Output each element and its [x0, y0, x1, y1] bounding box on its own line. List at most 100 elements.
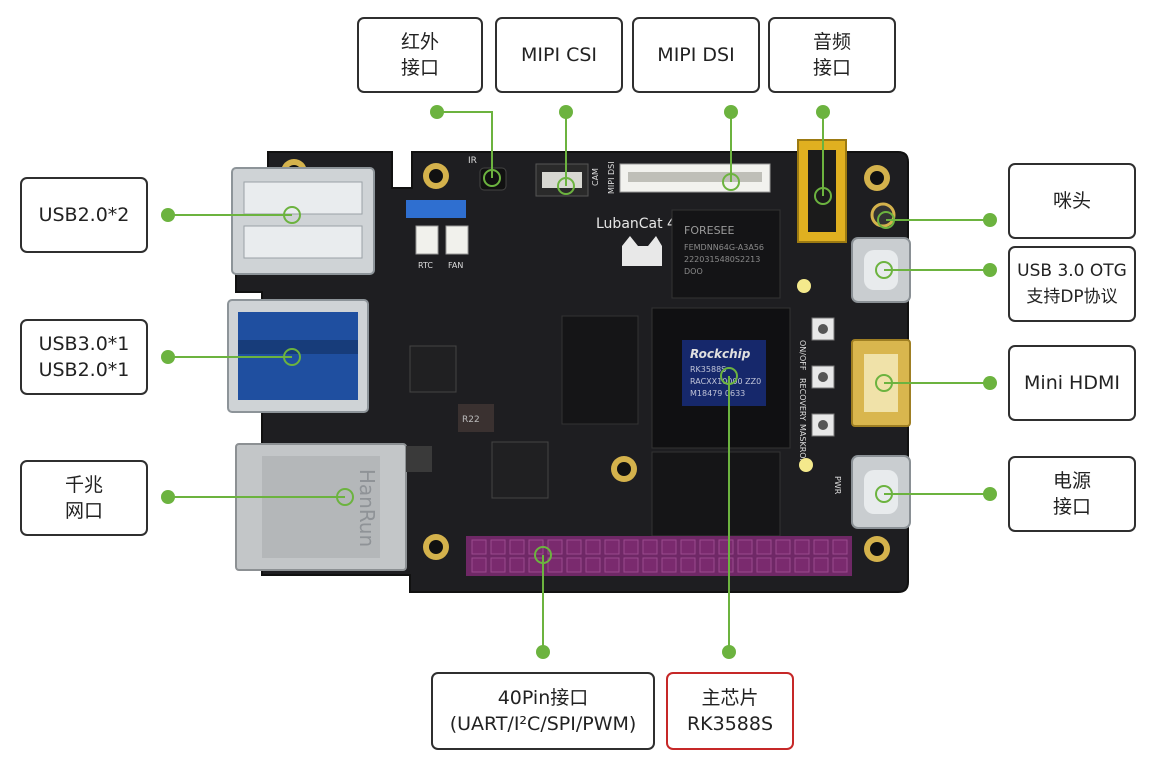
- svg-text:FAN: FAN: [448, 261, 463, 270]
- callout-dots: [161, 105, 997, 659]
- svg-text:CAM: CAM: [591, 168, 600, 186]
- header-pin: [509, 539, 525, 555]
- header-pin: [775, 557, 791, 573]
- callout-audio-line1: 音频: [812, 31, 851, 53]
- callout-mipi-dsi-line1: MIPI DSI: [657, 44, 735, 66]
- callout-gigabit: 千兆 网口: [20, 460, 148, 536]
- header-pin: [661, 539, 677, 555]
- svg-text:RECOVERY: RECOVERY: [798, 378, 807, 421]
- callout-audio-line2: 接口: [812, 57, 851, 79]
- svg-text:LubanCat 4: LubanCat 4: [596, 216, 676, 232]
- svg-text:FEMDNN64G-A3A56: FEMDNN64G-A3A56: [684, 243, 764, 252]
- callout-ir: 红外 接口: [357, 17, 483, 93]
- callout-ir-line1: 红外: [400, 31, 439, 53]
- header-pin: [699, 557, 715, 573]
- header-pin: [832, 539, 848, 555]
- header-pin: [737, 557, 753, 573]
- header-pin: [509, 557, 525, 573]
- header-pin: [566, 539, 582, 555]
- header-pin: [604, 557, 620, 573]
- rj45-connector: HanRun: [235, 443, 407, 571]
- header-pin: [699, 539, 715, 555]
- svg-text:FORESEE: FORESEE: [684, 224, 735, 237]
- callout-power-line2: 接口: [1052, 496, 1091, 518]
- callout-audio: 音频 接口: [768, 17, 896, 93]
- header-pin: [642, 539, 658, 555]
- resistor-pack: [458, 404, 494, 432]
- header-pin: [794, 539, 810, 555]
- header-pin: [813, 539, 829, 555]
- callout-mic-line1: 咪头: [1052, 190, 1091, 212]
- callout-lines: [168, 111, 990, 652]
- lubancat-logo: [622, 236, 662, 266]
- header-pin: [756, 539, 772, 555]
- callout-usb20x2-line1: USB2.0*2: [38, 204, 130, 226]
- svg-text:HanRun: HanRun: [355, 469, 379, 547]
- header-pin: [775, 539, 791, 555]
- headers-small: RTC FAN: [406, 200, 469, 270]
- header-pin: [661, 557, 677, 573]
- callout-usb30-usb20-line2: USB2.0*1: [38, 359, 130, 381]
- header-pin: [566, 557, 582, 573]
- header-pin: [490, 557, 506, 573]
- pmic-chip: [651, 451, 781, 537]
- header-pin: [737, 539, 753, 555]
- inductor: [406, 446, 432, 472]
- header-pin: [756, 557, 772, 573]
- svg-text:RTC: RTC: [418, 261, 433, 270]
- callout-soc-line1: 主芯片: [701, 687, 759, 709]
- header-pin: [718, 557, 734, 573]
- callout-power: 电源 接口: [1008, 456, 1136, 532]
- callout-mini-hdmi: Mini HDMI: [1008, 345, 1136, 421]
- callout-mic: 咪头: [1008, 163, 1136, 239]
- svg-text:PWR: PWR: [833, 476, 842, 495]
- callout-usb30-otg-line1: USB 3.0 OTG: [1017, 261, 1127, 281]
- svg-text:ON/OFF: ON/OFF: [798, 340, 807, 371]
- callout-usb30-otg: USB 3.0 OTG 支持DP协议: [1008, 246, 1136, 322]
- usb-hub-chip: [409, 345, 457, 393]
- microphone: [870, 202, 896, 228]
- callout-ir-line2: 接口: [400, 57, 439, 79]
- emmc-chip: [561, 315, 639, 425]
- header-pin: [471, 557, 487, 573]
- header-pin: [794, 557, 810, 573]
- board-buttons: ON/OFF RECOVERY MASKROM PWR: [798, 317, 842, 495]
- svg-text:RK3588S: RK3588S: [690, 365, 726, 374]
- callout-mini-hdmi-line1: Mini HDMI: [1024, 372, 1120, 394]
- header-pin: [718, 539, 734, 555]
- header-pin: [680, 539, 696, 555]
- header-pin: [813, 557, 829, 573]
- header-pin: [547, 539, 563, 555]
- callout-gpio40-line1: 40Pin接口: [497, 687, 589, 709]
- callout-mipi-csi-line1: MIPI CSI: [520, 44, 598, 66]
- svg-text:MASKROM: MASKROM: [798, 424, 807, 466]
- callout-gpio40-line2: (UART/I²C/SPI/PWM): [449, 713, 637, 735]
- callout-usb20x2: USB2.0*2: [20, 177, 148, 253]
- svg-text:R22: R22: [462, 415, 480, 425]
- svg-text:Rockchip: Rockchip: [690, 347, 751, 361]
- soc-chip: Rockchip RK3588S RACXX10000 ZZ0 M18479 0…: [651, 307, 791, 449]
- header-pin: [623, 539, 639, 555]
- header-pin: [490, 539, 506, 555]
- svg-text:IR: IR: [468, 156, 477, 166]
- memory-chip: FORESEE FEMDNN64G-A3A56 2220315480S2213 …: [671, 209, 781, 299]
- callout-soc-line2: RK3588S: [686, 713, 774, 735]
- callout-mipi-dsi: MIPI DSI: [632, 17, 760, 93]
- gpio-40pin-header: [466, 536, 852, 576]
- led: [797, 279, 811, 293]
- callout-power-line1: 电源: [1052, 470, 1091, 492]
- callout-gigabit-line2: 网口: [64, 500, 103, 522]
- svg-text:M18479 0633: M18479 0633: [690, 389, 745, 398]
- header-pin: [585, 539, 601, 555]
- svg-text:MIPI DSI: MIPI DSI: [607, 161, 616, 194]
- svg-text:2220315480S2213: 2220315480S2213: [684, 255, 760, 264]
- callout-usb30-usb20: USB3.0*1 USB2.0*1: [20, 319, 148, 395]
- callout-usb30-usb20-line1: USB3.0*1: [38, 333, 130, 355]
- callout-mipi-csi: MIPI CSI: [495, 17, 623, 93]
- header-pin: [604, 539, 620, 555]
- callout-gpio40: 40Pin接口 (UART/I²C/SPI/PWM): [431, 672, 655, 750]
- usb20-connector: [231, 167, 375, 275]
- header-pin: [680, 557, 696, 573]
- usb30-connector: [227, 299, 369, 413]
